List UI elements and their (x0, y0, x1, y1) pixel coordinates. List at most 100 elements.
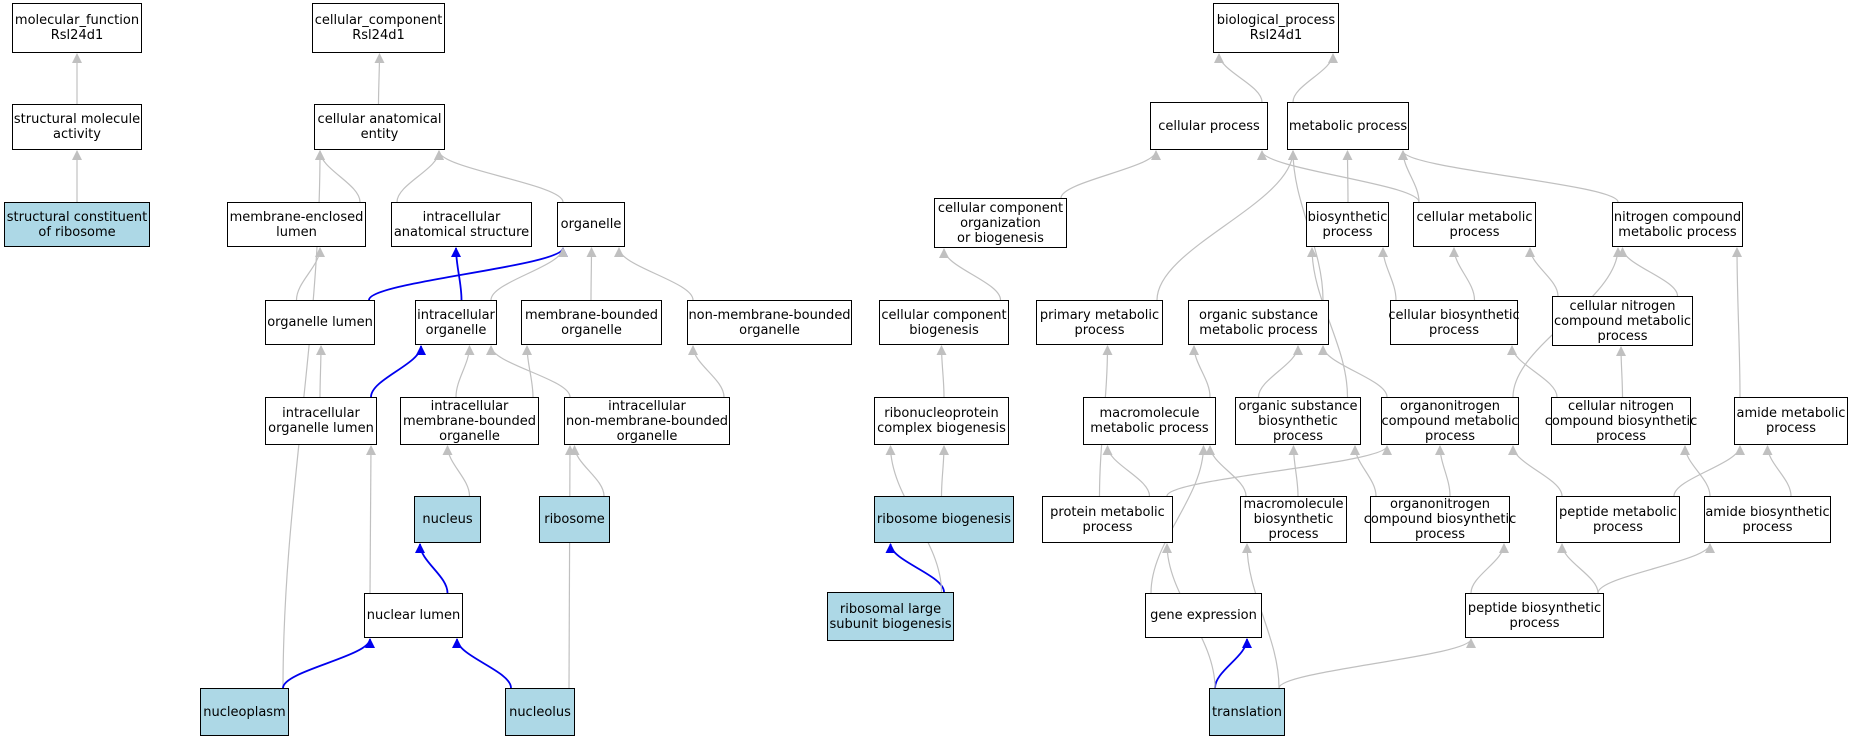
go-term-label-line: metabolic process (1199, 322, 1318, 338)
edge-ccb-to-ccob (939, 248, 1002, 301)
go-term-label-line: intracellular (430, 398, 509, 414)
go-term-label-line: compound metabolic (1553, 313, 1692, 329)
go-term-label-line: process (1449, 224, 1500, 240)
go-term-label-line: ribonucleoprotein (884, 406, 999, 421)
go-term-label-line: intracellular (417, 307, 495, 323)
go-term-label-line: cellular_component (314, 13, 443, 28)
go-term-label-line: membrane-bounded (403, 413, 537, 429)
go-term-label-line: amide metabolic (1736, 406, 1846, 421)
edge-cae-to-cc (374, 53, 385, 105)
go-term-label-line: activity (53, 127, 101, 142)
go-term-label-line: of ribosome (38, 224, 116, 240)
edge-iol-to-orgl (315, 345, 326, 398)
go-term-label-line: process (1596, 428, 1646, 444)
go-term-label-line: structural molecule (13, 112, 141, 127)
edge-nuc-to-imbo (442, 445, 471, 497)
edge-abp-to-amp (1762, 445, 1792, 497)
edge-cbp-to-cmp (1449, 247, 1476, 301)
go-term-label-line: organic substance (1199, 307, 1318, 323)
go-term-label-line: ribosome biogenesis (876, 512, 1012, 527)
go-term-organelle-lumen: organelle lumen (265, 300, 375, 345)
go-term-label-line: organelle (561, 322, 622, 338)
edge-oncbp-to-oncmp (1435, 445, 1451, 497)
go-term-label-line: membrane-bounded (524, 307, 658, 323)
edge-orgl-to-mel (295, 247, 325, 301)
go-term-label-line: cellular nitrogen (1567, 398, 1675, 414)
edge-mp-to-bp (1292, 53, 1338, 103)
go-term-label-line: nucleus (422, 512, 473, 527)
go-term-nuclear-lumen: nuclear lumen (364, 593, 463, 638)
go-term-label-line: intracellular (608, 398, 686, 414)
edge-np-to-nl (282, 638, 375, 689)
go-term-label-line: organelle (439, 428, 500, 444)
go-term-label-line: process (1074, 322, 1125, 338)
edge-org-to-cae (434, 150, 564, 203)
go-term-label-line: process (1322, 224, 1373, 240)
edge-pbp-to-oncbp (1470, 543, 1509, 594)
go-term-label-line: cellular process (1158, 118, 1260, 134)
edge-pmp-to-mp (1156, 150, 1298, 301)
go-term-label-line: peptide metabolic (1559, 504, 1677, 520)
edge-ncmp-to-mp (1398, 150, 1619, 203)
edge-ribo-to-inmbo (569, 445, 605, 497)
go-term-label-line: metabolic process (1090, 421, 1209, 436)
edge-nucl-to-nl (452, 638, 512, 689)
go-term-label-line: cellular biosynthetic (1388, 307, 1520, 323)
edge-mbo-to-org (586, 247, 597, 301)
edge-cncmp-to-ncmp (1617, 247, 1679, 297)
go-term-label-line: process (1415, 527, 1465, 542)
go-term-label-line: primary metabolic (1039, 307, 1160, 323)
go-term-label-line: biogenesis (909, 322, 979, 338)
go-term-label-line: process (1268, 527, 1319, 542)
go-term-label-line: nucleoplasm (203, 704, 286, 720)
go-term-label-line: biological_process (1216, 13, 1336, 28)
edge-tr-to-pbp (1278, 638, 1476, 689)
go-term-label-line: nucleolus (509, 704, 571, 720)
go-term-label-line: cellular component (937, 200, 1064, 216)
edge-tr-to-ge (1214, 638, 1252, 689)
edge-ias-to-cae (396, 150, 444, 203)
go-term-label-line: compound biosynthetic (1363, 512, 1517, 527)
edge-nmbo-to-org (614, 247, 694, 301)
go-term-translation: translation (1209, 688, 1285, 736)
go-term-label-line: molecular_function (14, 13, 140, 28)
go-term-label-line: membrane-enclosed (229, 209, 364, 225)
go-term-label-line: non-membrane-bounded (565, 413, 729, 429)
go-term-gene-expression: gene expression (1145, 593, 1262, 638)
edge-rlsb-to-rb (885, 543, 945, 593)
go-term-label-line: lumen (276, 224, 317, 240)
go-term-label-line: nitrogen compound (1613, 209, 1742, 225)
go-term-label-line: biosynthetic (1258, 413, 1338, 429)
go-term-label-line: ribosome (544, 512, 605, 527)
edge-osbp-to-osmp (1257, 345, 1303, 398)
go-term-label-line: gene expression (1150, 608, 1257, 623)
edge-pbp-to-abp (1597, 543, 1715, 594)
go-term-label-line: macromolecule (1099, 406, 1200, 421)
go-term-label-line: biosynthetic (1253, 512, 1334, 527)
go-term-label-line: Rsl24d1 (352, 28, 405, 43)
go-term-nucleoplasm: nucleoplasm (200, 688, 289, 736)
edge-mbp-to-osbp (1288, 445, 1299, 497)
go-term-label-line: complex biogenesis (877, 421, 1006, 436)
go-term-label-line: organic substance (1238, 398, 1358, 414)
go-term-label-line: metabolic process (1288, 118, 1408, 134)
edge-cncbp-to-cbp (1507, 345, 1558, 398)
go-term-label-line: Rsl24d1 (50, 28, 104, 43)
